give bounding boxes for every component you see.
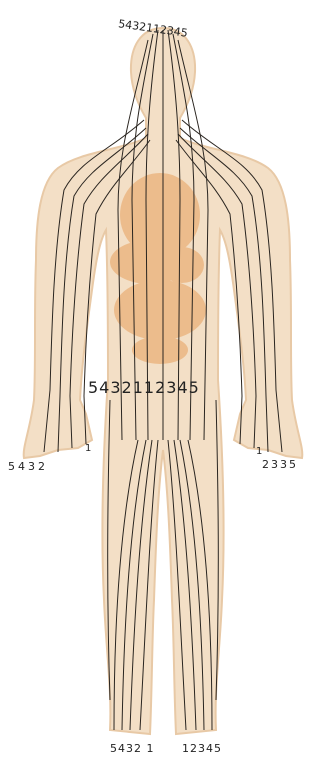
left-foot-dermatome-label: 5432 1 (110, 742, 155, 755)
stomach-region (160, 247, 204, 283)
pelvis-region (132, 336, 188, 364)
left-hand-dermatome-label: 5432 (8, 460, 48, 473)
waist-dermatome-label: 5432112345 (88, 378, 200, 397)
right-hand-dermatome-label: 2335 (262, 458, 298, 471)
left-hand-dermatome-one: 1 (85, 443, 91, 454)
right-foot-dermatome-label: 12345 (182, 742, 222, 755)
right-hand-dermatome-one: 1 (256, 446, 262, 457)
